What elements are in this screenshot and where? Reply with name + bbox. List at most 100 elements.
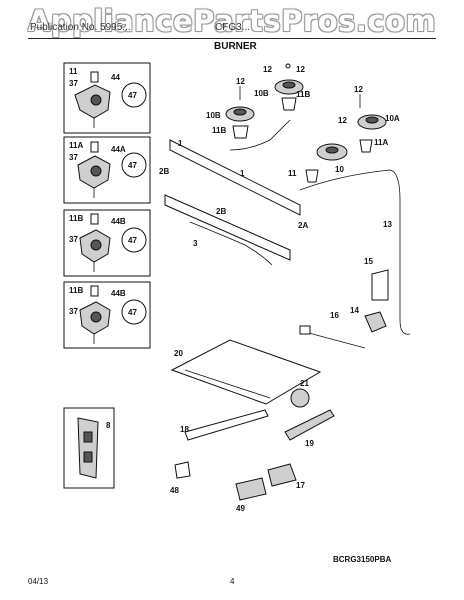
- burner-head-center: [233, 108, 247, 116]
- callout-18: 18: [180, 425, 189, 434]
- callout-11b: 11B: [296, 90, 310, 99]
- gas-tube: [189, 221, 273, 266]
- callout-13: 13: [383, 220, 392, 229]
- callout-11a: 11A: [374, 138, 388, 147]
- callout-10: 10: [335, 165, 344, 174]
- clip-part: [174, 461, 191, 479]
- igniter-bracket-part: [267, 463, 297, 487]
- callout-15: 15: [364, 257, 373, 266]
- inset-cap-part: [121, 152, 147, 178]
- callout-11: 11: [69, 67, 78, 76]
- screw-part: [90, 213, 99, 225]
- valve-port: [90, 165, 102, 177]
- callout-44: 44: [111, 73, 120, 82]
- screw-part: [285, 63, 291, 69]
- bracket-part: [77, 417, 99, 479]
- burner-base-part: [359, 139, 373, 153]
- burner-base-part: [281, 97, 297, 111]
- valve-port: [90, 311, 102, 323]
- inset-8: 8: [63, 407, 115, 489]
- callout-11: 11: [288, 169, 297, 178]
- footer-date: 04/13: [28, 577, 49, 586]
- header-rule: [28, 38, 436, 39]
- gas-tube: [229, 119, 291, 151]
- callout-20: 20: [174, 349, 183, 358]
- valve-port: [90, 239, 102, 251]
- callout-17: 17: [296, 481, 305, 490]
- callout-12: 12: [354, 85, 363, 94]
- gas-tube: [304, 331, 366, 349]
- callout-12: 12: [263, 65, 272, 74]
- callout-11a: 11A: [69, 141, 83, 150]
- callout-37: 37: [69, 307, 78, 316]
- inset-11a: 11A 37 44A 47: [63, 136, 151, 204]
- callout-11b: 11B: [212, 126, 226, 135]
- oven-burner-tube: [184, 409, 269, 441]
- callout-12: 12: [296, 65, 305, 74]
- screw-part: [90, 141, 99, 153]
- callout-37: 37: [69, 153, 78, 162]
- callout-19: 19: [305, 439, 314, 448]
- burner-base-part: [305, 169, 319, 183]
- bracket-part: [371, 269, 389, 301]
- callout-16: 16: [330, 311, 339, 320]
- callout-14: 14: [350, 306, 359, 315]
- inset-11: 11 37 44 47: [63, 62, 151, 134]
- spreader-part: [290, 388, 310, 408]
- manifold-assembly: 1 1 2B 2B 2A 3 13 15 14 16: [159, 119, 411, 349]
- fitting-part: [299, 325, 311, 335]
- watermark-text: AppliancePartsPros.com: [27, 4, 437, 38]
- burner-head-center: [365, 116, 379, 124]
- callout-21: 21: [300, 379, 309, 388]
- burner-baffle-part: [170, 339, 322, 405]
- page-title: BURNER: [214, 41, 257, 52]
- baffle-fold: [184, 369, 271, 399]
- callout-44b: 44B: [111, 289, 126, 298]
- callout-49: 49: [236, 504, 245, 513]
- callout-44b: 44B: [111, 217, 126, 226]
- callout-10b: 10B: [206, 111, 221, 120]
- screw-part: [90, 285, 99, 297]
- callout-1: 1: [178, 139, 183, 148]
- callout-2b: 2B: [216, 207, 226, 216]
- callout-3: 3: [193, 239, 198, 248]
- oven-burner-assembly: 20 21 18 19 48 17 49: [170, 339, 335, 513]
- callout-2a: 2A: [298, 221, 308, 230]
- footer-page-number: 4: [230, 577, 235, 586]
- gas-tube: [299, 169, 411, 335]
- callout-10b: 10B: [254, 89, 269, 98]
- callout-11b: 11B: [69, 214, 83, 223]
- callout-12: 12: [236, 77, 245, 86]
- inset-cap-part: [121, 82, 147, 108]
- burner-head-center: [325, 146, 339, 154]
- manifold-rail-part: [164, 194, 291, 261]
- inset-11b-lower: 11B 37 44B 47: [63, 281, 151, 349]
- screw-part: [90, 71, 99, 83]
- bracket-slot: [83, 451, 93, 463]
- inset-11b-upper: 11B 37 44B 47: [63, 209, 151, 277]
- header-model-text: CFG3...: [215, 22, 251, 33]
- regulator-part: [364, 311, 387, 333]
- callout-1: 1: [240, 169, 245, 178]
- inset-cap-part: [121, 299, 147, 325]
- bracket-part: [235, 477, 267, 501]
- callout-47: 47: [128, 161, 137, 170]
- callout-48: 48: [170, 486, 179, 495]
- callout-47: 47: [128, 308, 137, 317]
- callout-2b: 2B: [159, 167, 169, 176]
- callout-47: 47: [128, 91, 137, 100]
- manifold-rail-part: [169, 139, 301, 216]
- burner-assembly-upper: 12 12 10B 11B 12 10B 11B 12 10A 12 11A: [206, 63, 400, 183]
- callout-11b: 11B: [69, 286, 83, 295]
- callout-37: 37: [69, 235, 78, 244]
- callout-44a: 44A: [111, 145, 126, 154]
- bracket-slot: [83, 431, 93, 443]
- callout-10a: 10A: [385, 114, 400, 123]
- header-left-text: Publication No. 5995...: [30, 22, 131, 33]
- valve-port: [90, 94, 102, 106]
- inset-cap-part: [121, 227, 147, 253]
- callout-37: 37: [69, 79, 78, 88]
- callout-12: 12: [338, 116, 347, 125]
